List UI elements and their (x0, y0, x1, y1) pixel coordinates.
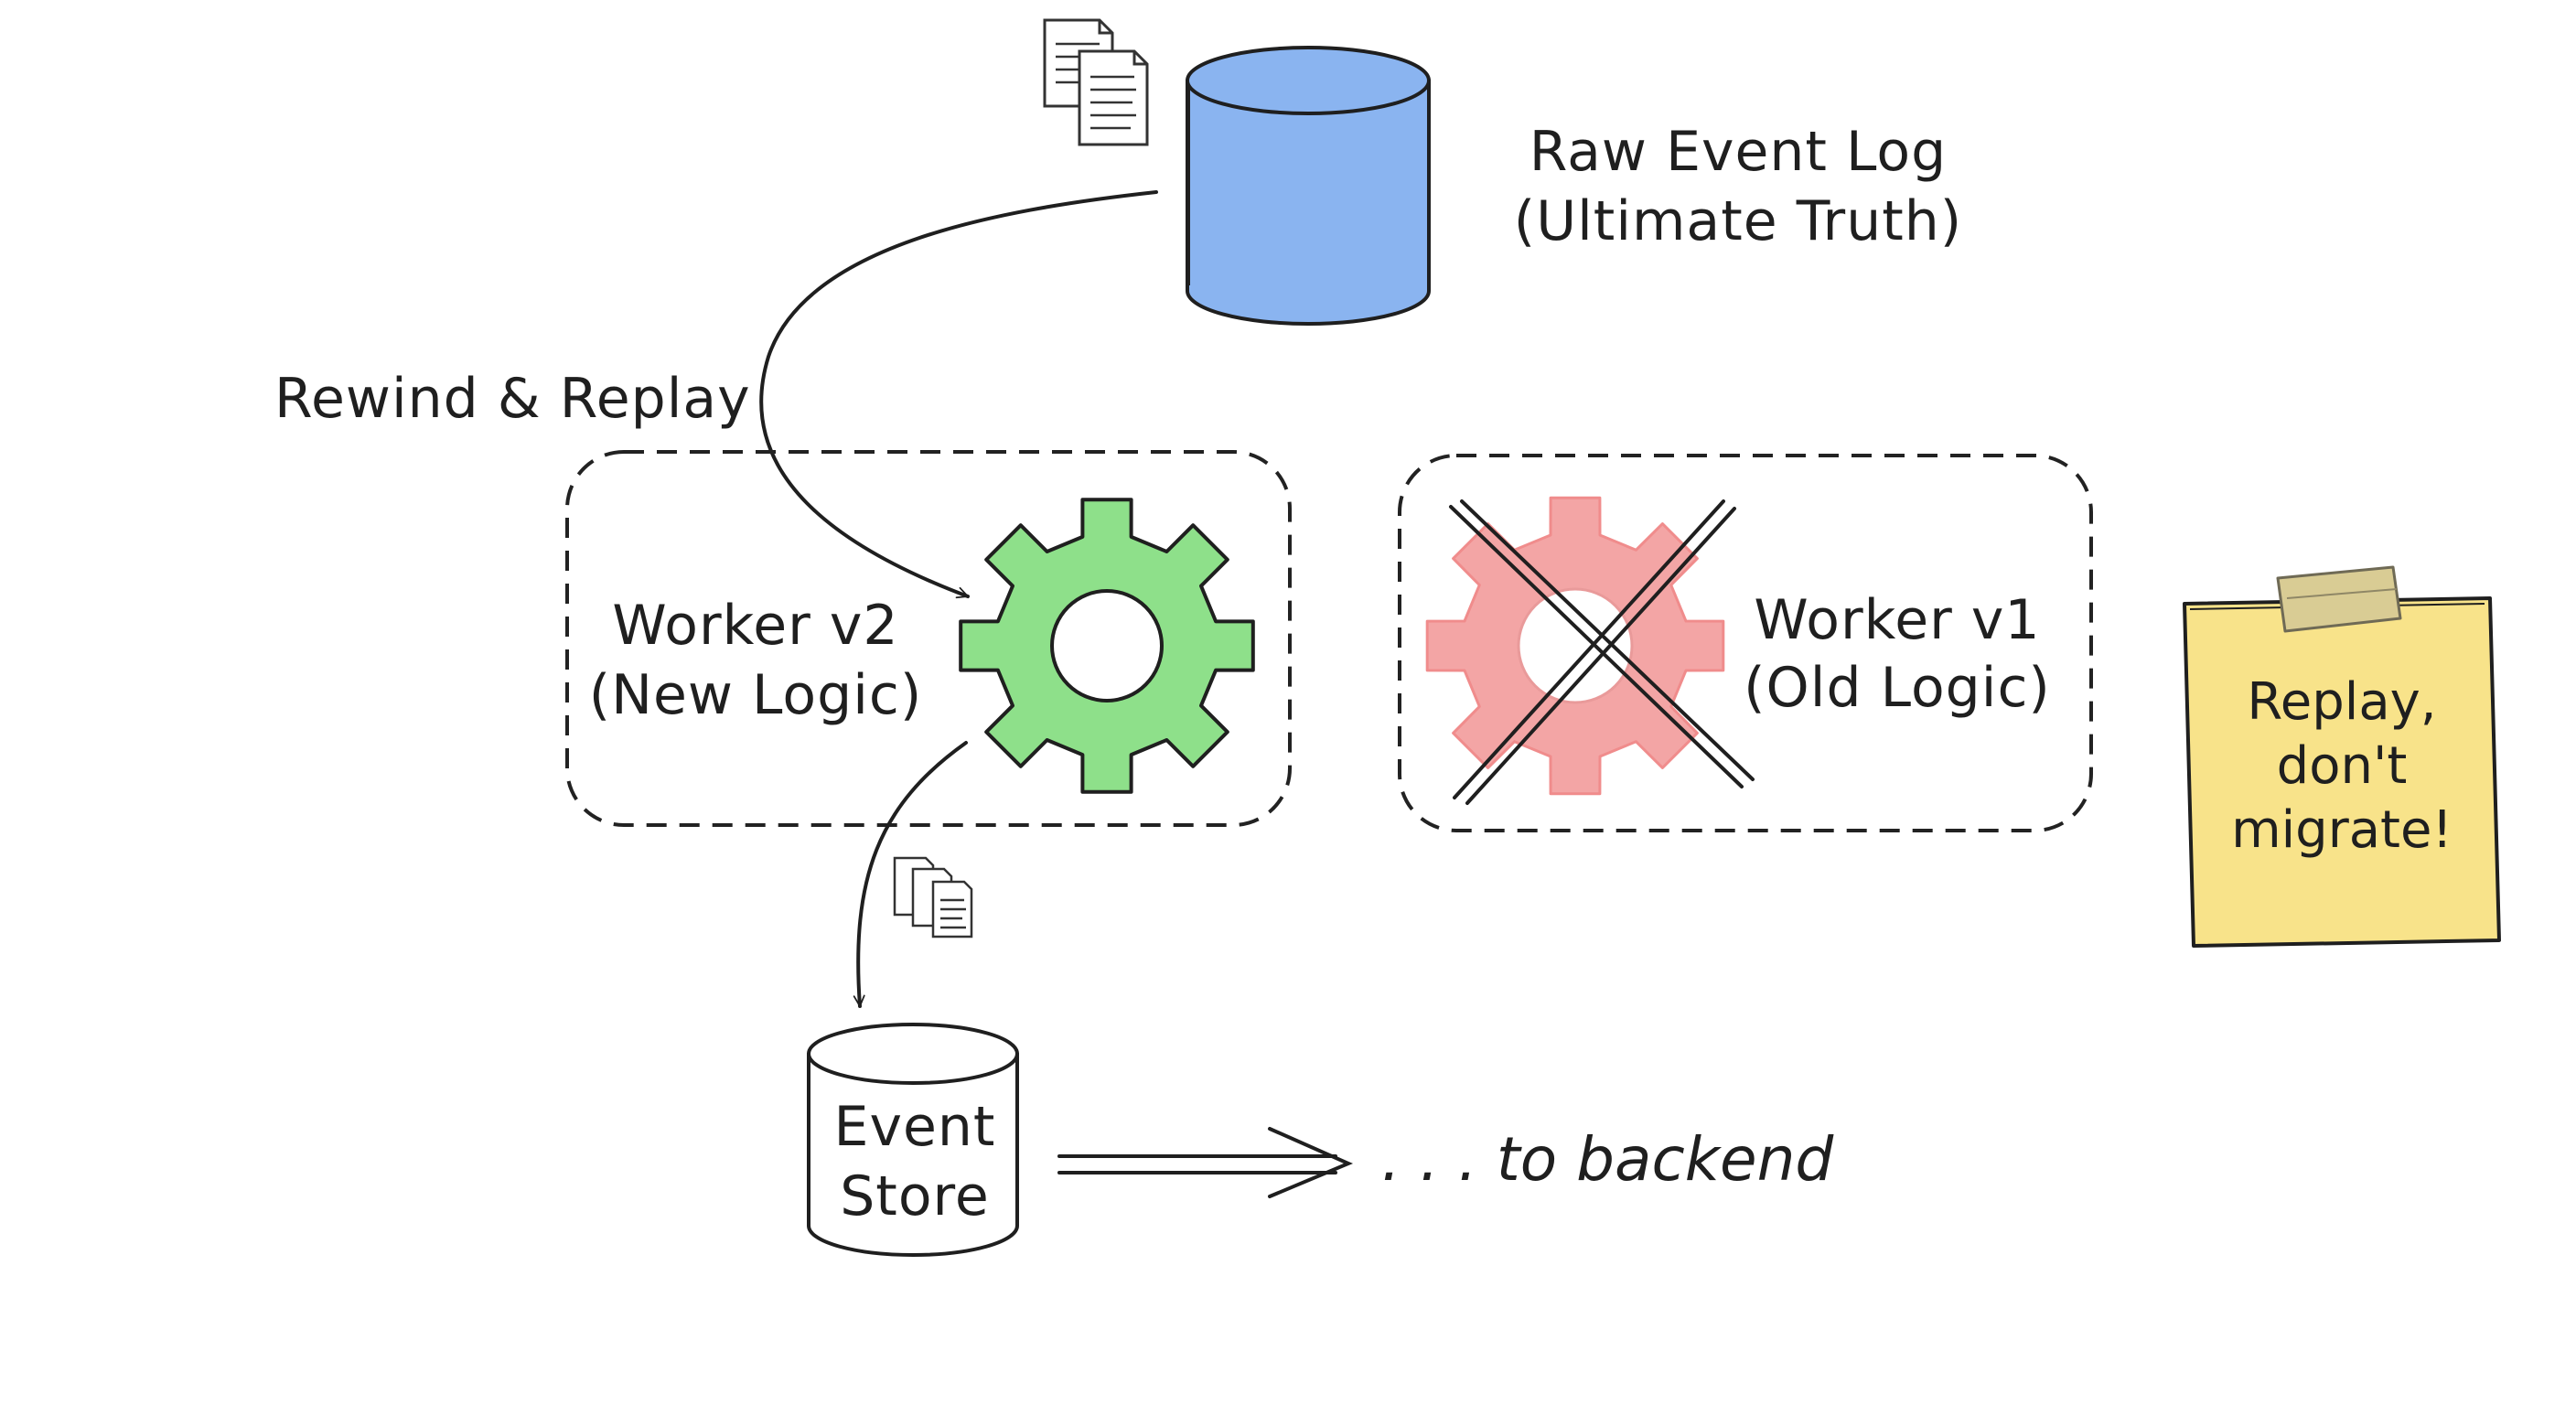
sticky-note-line3: migrate! (2231, 800, 2453, 860)
event-store-line2: Store (840, 1164, 990, 1228)
worker-v1-box (1398, 454, 2093, 832)
sticky-note-line2: don't (2277, 736, 2408, 796)
documents-small-icon (893, 856, 973, 938)
raw-event-log-cylinder (1186, 46, 1431, 326)
worker-v2-title: Worker v2 (612, 594, 898, 658)
worker-v1-subtitle: (Old Logic) (1744, 656, 2051, 720)
documents-icon (1043, 18, 1149, 146)
rewind-replay-arrow (759, 190, 1158, 599)
worker-v2-subtitle: (New Logic) (589, 663, 923, 727)
sticky-note (2183, 565, 2501, 948)
backend-label: . . . to backend (1381, 1124, 1834, 1195)
raw-log-subtitle: (Ultimate Truth) (1514, 189, 1962, 253)
output-arrow (853, 741, 968, 1008)
sticky-note-line1: Replay, (2247, 672, 2436, 732)
backend-arrow (1057, 1127, 1354, 1198)
gear-icon (959, 498, 1255, 794)
tape-icon (2276, 565, 2402, 633)
event-store-line1: Event (834, 1095, 996, 1159)
deprecated-gear-icon (1425, 496, 1725, 796)
raw-log-title: Raw Event Log (1530, 120, 1947, 184)
event-store-cylinder (807, 1023, 1019, 1257)
cross-out-icon (1449, 499, 1755, 805)
worker-v1-title: Worker v1 (1754, 588, 2040, 652)
rewind-replay-label: Rewind & Replay (274, 367, 751, 431)
worker-v2-box (565, 450, 1292, 827)
